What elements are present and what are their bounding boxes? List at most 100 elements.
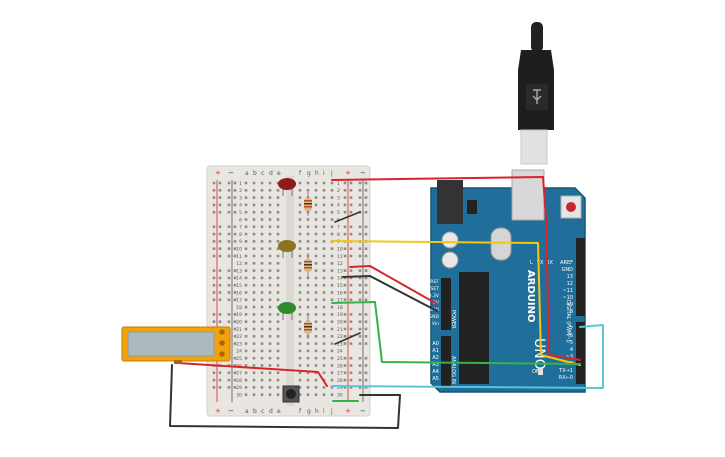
rail-hole[interactable] <box>349 313 353 316</box>
rail-hole[interactable] <box>343 320 347 323</box>
wire-red-5v-to-rail[interactable] <box>349 265 438 305</box>
rail-hole[interactable] <box>349 378 353 382</box>
rail-hole[interactable] <box>349 269 353 272</box>
breadboard-hole[interactable] <box>268 320 272 323</box>
breadboard-hole[interactable] <box>268 378 272 382</box>
breadboard-hole[interactable] <box>306 349 310 353</box>
led-red[interactable] <box>278 178 296 196</box>
breadboard-hole[interactable] <box>252 276 256 280</box>
wire-yellow-led2[interactable] <box>331 240 581 366</box>
breadboard-hole[interactable] <box>322 313 326 316</box>
breadboard-hole[interactable] <box>306 240 310 243</box>
rail-hole[interactable] <box>218 247 222 250</box>
breadboard-hole[interactable] <box>314 386 318 389</box>
rail-hole[interactable] <box>212 386 216 389</box>
rail-hole[interactable] <box>233 232 237 236</box>
breadboard-hole[interactable] <box>252 291 256 294</box>
rail-hole[interactable] <box>358 313 362 316</box>
breadboard-hole[interactable] <box>306 181 310 185</box>
resistor-1[interactable] <box>304 192 312 216</box>
rail-hole[interactable] <box>218 181 222 185</box>
breadboard-hole[interactable] <box>330 196 334 199</box>
rail-hole[interactable] <box>358 386 362 389</box>
breadboard-hole[interactable] <box>330 364 334 367</box>
breadboard-hole[interactable] <box>322 349 326 353</box>
breadboard-hole[interactable] <box>276 225 280 229</box>
rail-hole[interactable] <box>233 378 237 382</box>
breadboard-hole[interactable] <box>268 218 272 221</box>
rail-hole[interactable] <box>212 276 216 280</box>
rail-hole[interactable] <box>349 276 353 280</box>
breadboard-hole[interactable] <box>298 305 302 309</box>
rail-hole[interactable] <box>358 298 362 302</box>
rail-hole[interactable] <box>358 283 362 287</box>
rail-hole[interactable] <box>227 320 231 323</box>
rail-hole[interactable] <box>364 196 368 199</box>
breadboard-hole[interactable] <box>322 291 326 294</box>
breadboard-hole[interactable] <box>276 262 280 265</box>
breadboard-hole[interactable] <box>276 283 280 287</box>
rail-hole[interactable] <box>364 371 368 375</box>
rail-hole[interactable] <box>358 181 362 185</box>
breadboard-hole[interactable] <box>244 342 248 345</box>
rail-hole[interactable] <box>343 378 347 382</box>
breadboard-hole[interactable] <box>322 276 326 280</box>
rail-hole[interactable] <box>349 364 353 367</box>
breadboard-hole[interactable] <box>322 232 326 236</box>
rail-hole[interactable] <box>218 313 222 316</box>
breadboard-hole[interactable] <box>244 240 248 243</box>
breadboard-hole[interactable] <box>314 378 318 382</box>
breadboard-hole[interactable] <box>330 393 334 396</box>
breadboard-hole[interactable] <box>298 342 302 345</box>
breadboard-hole[interactable] <box>276 247 280 250</box>
rail-hole[interactable] <box>358 203 362 207</box>
breadboard-hole[interactable] <box>244 283 248 287</box>
breadboard-hole[interactable] <box>260 269 264 272</box>
rail-hole[interactable] <box>349 371 353 375</box>
rail-hole[interactable] <box>218 386 222 389</box>
breadboard-hole[interactable] <box>322 371 326 375</box>
breadboard-hole[interactable] <box>306 371 310 375</box>
breadboard-hole[interactable] <box>298 218 302 221</box>
resistor-2[interactable] <box>304 253 312 277</box>
breadboard-hole[interactable] <box>322 364 326 367</box>
breadboard-hole[interactable] <box>298 386 302 389</box>
wire-black-lcd-to-gnd[interactable] <box>169 364 401 429</box>
breadboard-hole[interactable] <box>276 305 280 309</box>
breadboard-hole[interactable] <box>306 225 310 229</box>
breadboard-hole[interactable] <box>298 335 302 338</box>
breadboard-hole[interactable] <box>252 203 256 207</box>
rail-hole[interactable] <box>212 247 216 250</box>
rail-hole[interactable] <box>358 371 362 375</box>
rail-hole[interactable] <box>343 232 347 236</box>
breadboard-hole[interactable] <box>244 210 248 214</box>
rail-hole[interactable] <box>212 320 216 323</box>
breadboard-hole[interactable] <box>252 364 256 367</box>
breadboard-hole[interactable] <box>252 210 256 214</box>
breadboard-hole[interactable] <box>268 181 272 185</box>
breadboard-hole[interactable] <box>260 386 264 389</box>
rail-hole[interactable] <box>233 283 237 287</box>
rail-hole[interactable] <box>218 276 222 280</box>
rail-hole[interactable] <box>233 386 237 389</box>
breadboard-hole[interactable] <box>276 254 280 258</box>
breadboard-hole[interactable] <box>244 349 248 353</box>
breadboard-hole[interactable] <box>322 247 326 250</box>
rail-hole[interactable] <box>343 189 347 192</box>
breadboard-hole[interactable] <box>260 320 264 323</box>
breadboard-hole[interactable] <box>314 181 318 185</box>
breadboard-hole[interactable] <box>252 393 256 396</box>
breadboard-hole[interactable] <box>252 189 256 192</box>
breadboard-hole[interactable] <box>260 254 264 258</box>
rail-hole[interactable] <box>218 254 222 258</box>
rail-hole[interactable] <box>233 203 237 207</box>
breadboard-hole[interactable] <box>268 276 272 280</box>
breadboard-hole[interactable] <box>276 313 280 316</box>
breadboard-hole[interactable] <box>252 335 256 338</box>
rail-hole[interactable] <box>227 386 231 389</box>
breadboard-hole[interactable] <box>330 189 334 192</box>
breadboard-hole[interactable] <box>268 254 272 258</box>
breadboard-hole[interactable] <box>260 327 264 331</box>
rail-hole[interactable] <box>233 189 237 192</box>
breadboard-hole[interactable] <box>268 393 272 396</box>
